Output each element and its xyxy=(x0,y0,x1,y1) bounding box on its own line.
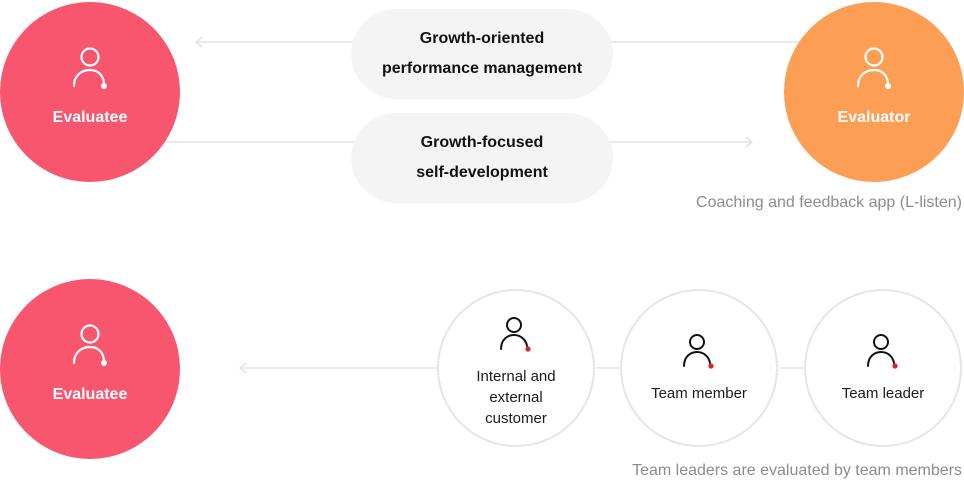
person-icon xyxy=(856,47,891,89)
stakeholder-customer-line3: customer xyxy=(485,409,547,427)
evaluatee-label-bottom: Evaluatee xyxy=(52,386,128,403)
person-icon xyxy=(500,316,531,352)
stakeholder-customer-line1: Internal and xyxy=(476,367,556,385)
evaluatee-circle-top: Evaluatee xyxy=(0,2,180,182)
arrowhead-right-lower xyxy=(745,136,754,148)
pill-growth-oriented: Growth-oriented performance management xyxy=(351,9,613,99)
person-icon xyxy=(683,333,714,369)
caption-top: Coaching and feedback app (L-listen) xyxy=(696,194,962,211)
caption-bottom: Team leaders are evaluated by team membe… xyxy=(632,462,962,479)
pill-lower-line2: self-development xyxy=(416,164,548,181)
pill-growth-focused: Growth-focused self-development xyxy=(351,113,613,203)
stakeholder-team-leader: Team leader xyxy=(804,289,962,447)
evaluatee-circle-bottom: Evaluatee xyxy=(0,279,180,459)
arrowhead-left-upper xyxy=(194,36,203,48)
stakeholder-customer: Internal and external customer xyxy=(437,289,595,447)
evaluatee-label-top: Evaluatee xyxy=(52,109,128,126)
pill-upper-line1: Growth-oriented xyxy=(419,30,545,47)
person-icon xyxy=(72,47,107,89)
pill-upper-line2: performance management xyxy=(381,60,583,77)
arrowhead-left-bottom xyxy=(238,362,247,374)
person-icon xyxy=(867,333,898,369)
pill-lower-line1: Growth-focused xyxy=(420,134,544,151)
evaluator-circle: Evaluator xyxy=(784,2,964,182)
stakeholder-team-leader-label: Team leader xyxy=(841,384,925,402)
stakeholder-team-member: Team member xyxy=(620,289,778,447)
stakeholder-team-member-label: Team member xyxy=(651,384,747,402)
person-icon xyxy=(72,324,107,366)
stakeholder-customer-line2: external xyxy=(489,388,543,406)
evaluator-label: Evaluator xyxy=(837,109,911,126)
